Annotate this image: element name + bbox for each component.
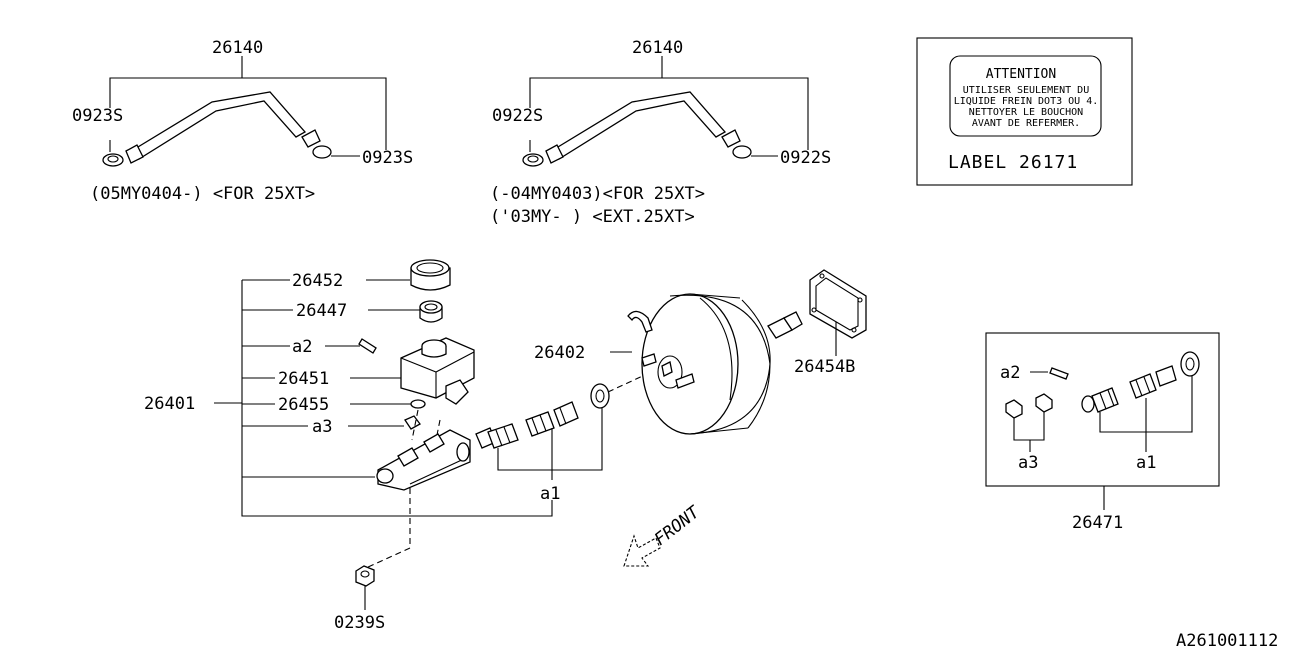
part-number-reservoir: 26451 — [278, 369, 329, 389]
master-cylinder-group: 26452 26447 a2 26451 26455 a3 26401 a1 0… — [144, 259, 661, 633]
fluid-reservoir — [400, 337, 475, 405]
front-label: FRONT — [651, 502, 705, 550]
piston-kit-parts — [475, 383, 610, 449]
part-number-nut: 0239S — [334, 613, 385, 633]
part-number-grommet: a3 — [312, 417, 332, 437]
hose-assembly-right: 26140 0922S 0922S (-04MY0403)<FOR 25XT> … — [490, 38, 831, 227]
part-number-kit: 26471 — [1072, 513, 1123, 533]
retaining-pin — [358, 338, 377, 354]
part-number-piston-kit: a1 — [540, 484, 560, 504]
reservoir-seal — [410, 399, 426, 409]
diagram-reference-code: A261001112 — [1176, 631, 1278, 651]
front-direction-arrow: FRONT — [623, 502, 705, 567]
booster-gasket: 26454B — [794, 269, 867, 377]
part-number-filter: 26447 — [296, 301, 347, 321]
warning-label-box: ATTENTION UTILISER SEULEMENT DU LIQUIDE … — [916, 37, 1133, 186]
kit-part-grommet: a3 — [1018, 453, 1038, 473]
master-cylinder-body — [376, 429, 471, 491]
part-number-clamp-left-a: 0923S — [72, 106, 123, 126]
part-number-hose-right: 26140 — [632, 38, 683, 58]
overhaul-kit-box: a2 a3 a1 26471 — [985, 332, 1220, 533]
applicability-note-right-2: ('03MY- ) <EXT.25XT> — [490, 207, 695, 227]
kit-piston-parts — [1081, 351, 1200, 413]
hose-clamp-left-a — [102, 153, 124, 167]
applicability-note-right-1: (-04MY0403)<FOR 25XT> — [490, 184, 705, 204]
reservoir-filter — [419, 300, 443, 323]
part-number-clamp-right-a: 0922S — [492, 106, 543, 126]
hose-clamp-left-b — [301, 129, 360, 159]
part-number-clamp-left-b: 0923S — [362, 148, 413, 168]
part-number-cap: 26452 — [292, 271, 343, 291]
part-number-booster: 26402 — [534, 343, 585, 363]
part-number-hose-left: 26140 — [212, 38, 263, 58]
kit-retaining-pin — [1049, 367, 1069, 380]
hose-clamp-right-b — [721, 129, 778, 159]
brake-booster: 26402 — [534, 293, 803, 435]
part-number-pin: a2 — [292, 337, 312, 357]
kit-part-piston: a1 — [1136, 453, 1156, 473]
brake-hose-left — [132, 91, 307, 160]
hose-clamp-right-a — [522, 153, 544, 167]
label-caption: LABEL 26171 — [948, 152, 1078, 173]
brake-hose-right — [552, 91, 727, 160]
grommet — [404, 415, 421, 430]
part-number-gasket: 26454B — [794, 357, 855, 377]
label-line-3: NETTOYER LE BOUCHON — [969, 107, 1083, 118]
label-line-1: UTILISER SEULEMENT DU — [963, 85, 1089, 96]
part-number-seal: 26455 — [278, 395, 329, 415]
applicability-note-left: (05MY0404-) <FOR 25XT> — [90, 184, 315, 204]
label-line-4: AVANT DE REFERMER. — [972, 118, 1080, 129]
part-number-clamp-right-b: 0922S — [780, 148, 831, 168]
mounting-nut — [355, 565, 375, 587]
part-number-master-cylinder: 26401 — [144, 394, 195, 414]
label-line-2: LIQUIDE FREIN DOT3 OU 4. — [954, 96, 1099, 107]
kit-part-pin: a2 — [1000, 363, 1020, 383]
kit-grommet-a — [1005, 399, 1023, 419]
hose-assembly-left: 26140 0923S 0923S (05MY0404-) <FOR 25XT> — [72, 38, 413, 204]
reservoir-cap — [410, 259, 451, 291]
label-title: ATTENTION — [986, 67, 1056, 82]
kit-grommet-b — [1035, 393, 1053, 413]
